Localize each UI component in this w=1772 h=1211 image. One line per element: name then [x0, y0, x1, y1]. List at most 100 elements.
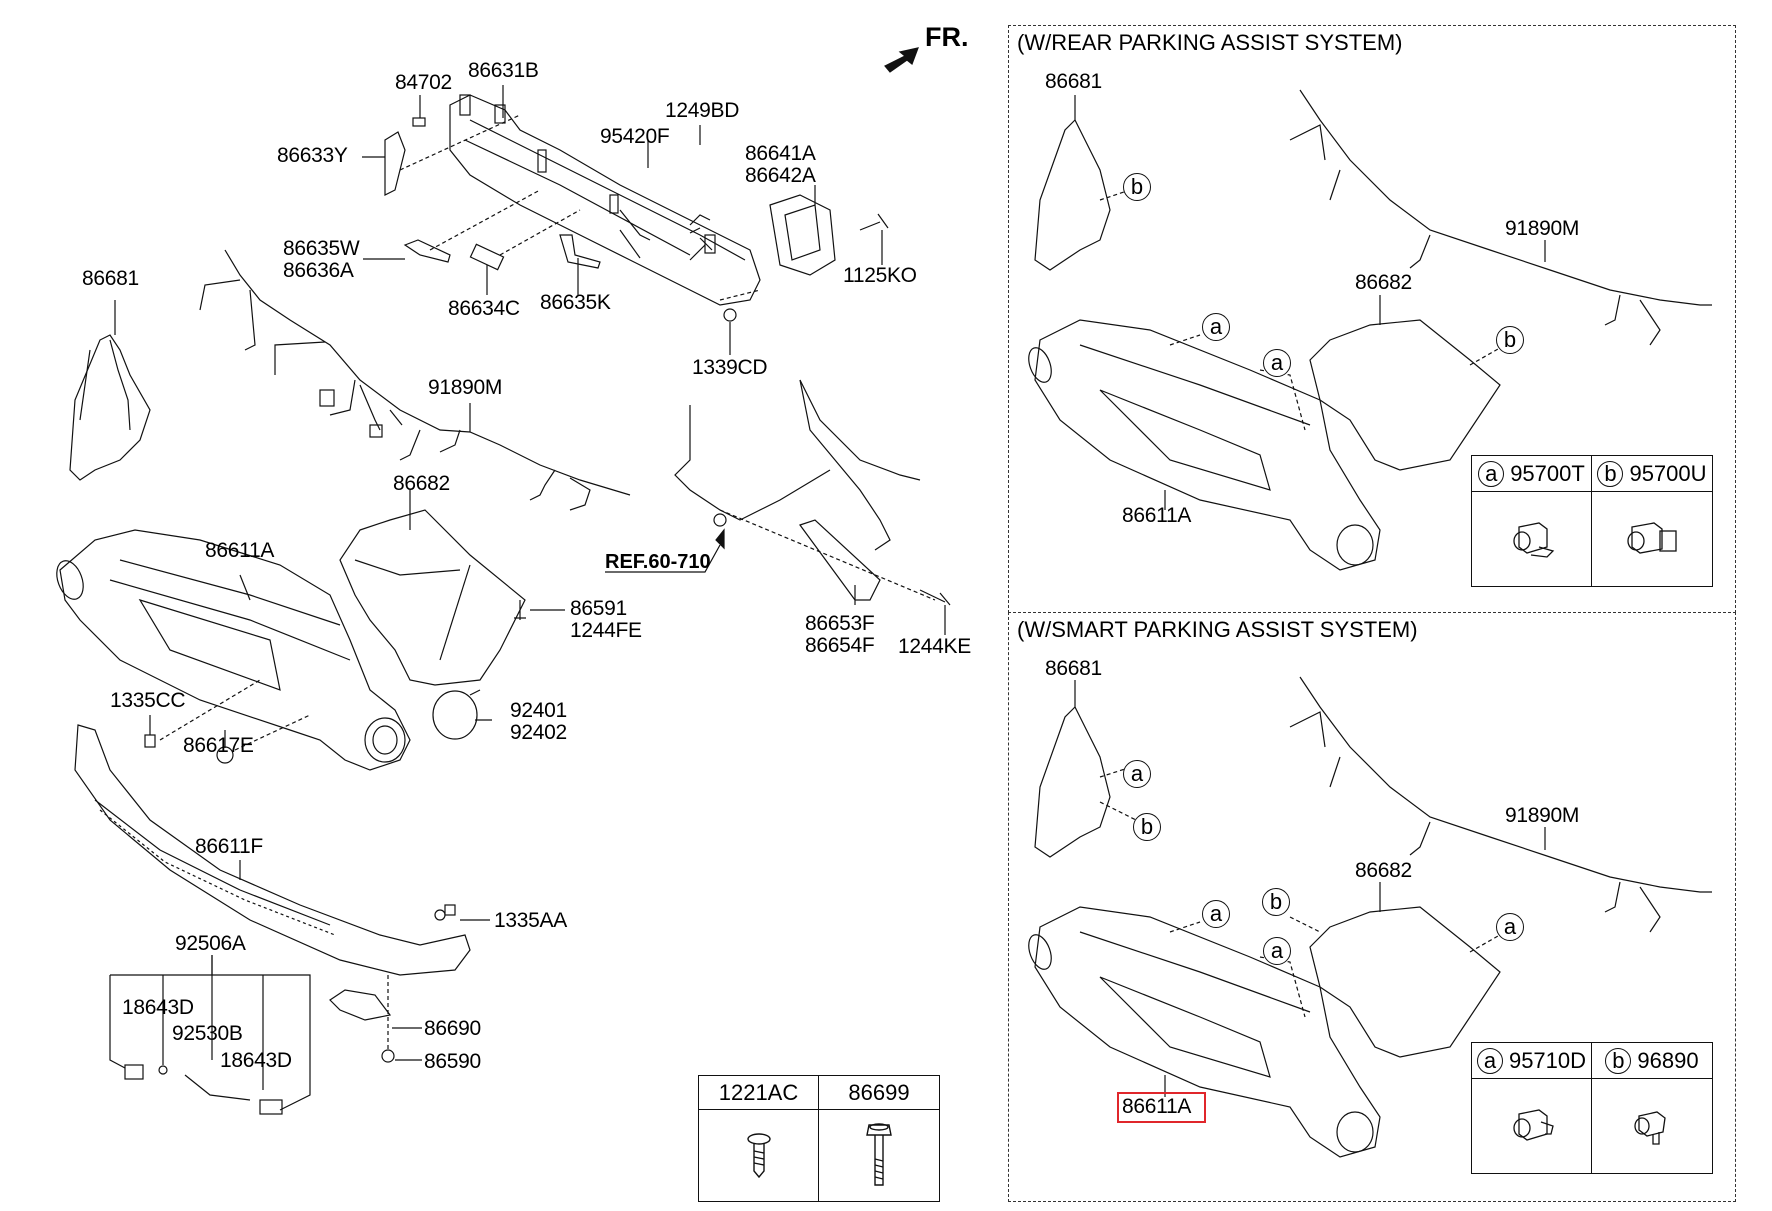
part-label-86635K[interactable]: 86635K — [540, 291, 611, 314]
part-label-86591-1244FE[interactable]: 86591 1244FE — [570, 598, 642, 642]
rear-parking-drawings — [1028, 89, 1712, 571]
smart-part-label-86682[interactable]: 86682 — [1355, 859, 1412, 882]
part-label-86611A[interactable]: 86611A — [205, 539, 275, 562]
part-label-86682[interactable]: 86682 — [393, 472, 450, 495]
rear-parking-panel-title: (W/REAR PARKING ASSIST SYSTEM) — [1017, 30, 1403, 55]
fender-reference-drawing — [674, 379, 921, 551]
bracket-86690-drawing — [329, 989, 392, 1021]
label-leaders — [114, 85, 1546, 1097]
part-label-1249BD[interactable]: 1249BD — [665, 99, 740, 122]
rear-part-label-86681[interactable]: 86681 — [1045, 70, 1102, 93]
corner-panel-drawing — [339, 509, 526, 686]
part-label-86653F[interactable]: 86653F — [805, 612, 875, 635]
part-label-86681[interactable]: 86681 — [82, 267, 139, 290]
part-label-86590[interactable]: 86590 — [424, 1050, 481, 1073]
bumper-cover-drawing — [56, 529, 411, 771]
part-label-92530B[interactable]: 92530B — [172, 1022, 243, 1045]
license-lamp-group-lines — [109, 955, 311, 1115]
sensor-header-b[interactable]: b 96890 — [1592, 1043, 1712, 1079]
smart-parking-assist-panel — [1008, 612, 1736, 1202]
part-label-84702[interactable]: 84702 — [395, 71, 452, 94]
parking-sensor-side-icon — [1634, 1110, 1666, 1145]
rear-sensor-table: a 95700T b 95700U — [1471, 455, 1713, 587]
part-label-86635W-86636A[interactable]: 86635W 86636A — [283, 237, 360, 282]
part-label-18643D[interactable]: 18643D — [122, 996, 194, 1019]
front-direction-label: FR. — [925, 22, 969, 52]
key-a: a — [1478, 460, 1505, 487]
sensor-header-a[interactable]: a 95710D — [1472, 1043, 1592, 1079]
hex-bolt-icon — [866, 1122, 892, 1186]
rear-part-label-91890M[interactable]: 91890M — [1505, 217, 1580, 240]
part-label-86654F[interactable]: 86654F — [805, 634, 875, 657]
part-label-92401-92402[interactable]: 92401 92402 — [510, 700, 567, 744]
fastener-header-86699[interactable]: 86699 — [819, 1076, 939, 1110]
highlighted-part-frame — [1117, 1092, 1206, 1123]
part-label-86631B[interactable]: 86631B — [468, 59, 539, 82]
key-a: a — [1476, 1047, 1503, 1074]
smart-part-label-86611A[interactable]: 86611A — [1122, 1095, 1192, 1118]
part-label-86633Y[interactable]: 86633Y — [277, 144, 348, 167]
part-label-86611F[interactable]: 86611F — [195, 835, 263, 858]
key-b: b — [1605, 1047, 1632, 1074]
part-label-86591[interactable]: 86591 — [570, 597, 627, 620]
part-label-86641A-86642A[interactable]: 86641A 86642A — [745, 143, 816, 187]
screw-icon — [746, 1132, 771, 1178]
part-label-1335AA[interactable]: 1335AA — [494, 909, 567, 932]
part-label-1335CC[interactable]: 1335CC — [110, 689, 186, 712]
part-label-86690[interactable]: 86690 — [424, 1017, 481, 1040]
callout-a[interactable]: a — [1263, 937, 1291, 965]
clip-drawing — [144, 734, 156, 748]
smart-part-label-86681[interactable]: 86681 — [1045, 657, 1102, 680]
fastener-cell-1221AC — [699, 1110, 819, 1201]
front-direction-arrow-icon — [884, 47, 919, 73]
part-label-86642A[interactable]: 86642A — [745, 164, 816, 187]
callout-b[interactable]: b — [1133, 813, 1161, 841]
smart-part-label-91890M[interactable]: 91890M — [1505, 804, 1580, 827]
sensor-header-a[interactable]: a 95700T — [1472, 456, 1592, 492]
callout-b[interactable]: b — [1496, 326, 1524, 354]
part-label-86635W[interactable]: 86635W — [283, 237, 360, 260]
part-label-86636A[interactable]: 86636A — [283, 259, 354, 282]
part-label-92401[interactable]: 92401 — [510, 699, 567, 722]
reflex-lamp-drawing — [432, 689, 481, 740]
ref-leader — [605, 544, 721, 573]
reference-label[interactable]: REF.60-710 — [605, 551, 711, 573]
callout-a[interactable]: a — [1263, 349, 1291, 377]
callout-a[interactable]: a — [1496, 913, 1524, 941]
part-label-1244FE[interactable]: 1244FE — [570, 619, 642, 642]
part-label-86641A[interactable]: 86641A — [745, 142, 816, 165]
part-label-95420F[interactable]: 95420F — [600, 125, 670, 148]
callout-b[interactable]: b — [1262, 888, 1290, 916]
sensor-part-96890: 96890 — [1637, 1047, 1699, 1073]
rear-part-label-86611A[interactable]: 86611A — [1122, 504, 1192, 527]
part-label-86617E[interactable]: 86617E — [183, 734, 254, 757]
part-label-92506A[interactable]: 92506A — [175, 932, 246, 955]
callout-b[interactable]: b — [1123, 173, 1151, 201]
fastener-header-1221AC[interactable]: 1221AC — [699, 1076, 819, 1110]
sensor-cell-b — [1592, 492, 1712, 586]
smart-parking-drawings — [1028, 676, 1712, 1158]
callout-a[interactable]: a — [1202, 313, 1230, 341]
rear-part-label-86682[interactable]: 86682 — [1355, 271, 1412, 294]
smart-parking-panel-title: (W/SMART PARKING ASSIST SYSTEM) — [1017, 617, 1418, 642]
part-label-86653F-86654F[interactable]: 86653F 86654F — [805, 612, 875, 657]
part-label-1339CD[interactable]: 1339CD — [692, 356, 768, 379]
key-b: b — [1597, 460, 1624, 487]
sensor-cell-a — [1472, 1079, 1592, 1173]
callout-a[interactable]: a — [1123, 760, 1151, 788]
part-label-1244KE[interactable]: 1244KE — [898, 635, 971, 658]
sensor-part-95710D: 95710D — [1508, 1047, 1587, 1073]
part-label-91890M[interactable]: 91890M — [428, 376, 503, 399]
sensor-cell-b — [1592, 1079, 1712, 1173]
parking-sensor-icon — [1512, 1108, 1554, 1141]
sensor-part-95700U: 95700U — [1629, 460, 1707, 486]
part-label-18643D-second[interactable]: 18643D — [220, 1049, 292, 1072]
bracket-drawing — [799, 519, 881, 601]
callout-a[interactable]: a — [1202, 900, 1230, 928]
sensor-header-b[interactable]: b 95700U — [1592, 456, 1712, 492]
part-label-86634C[interactable]: 86634C — [448, 297, 520, 320]
part-label-92402[interactable]: 92402 — [510, 721, 567, 744]
lower-valance-drawing — [74, 724, 471, 976]
part-label-1125KO[interactable]: 1125KO — [843, 264, 917, 287]
